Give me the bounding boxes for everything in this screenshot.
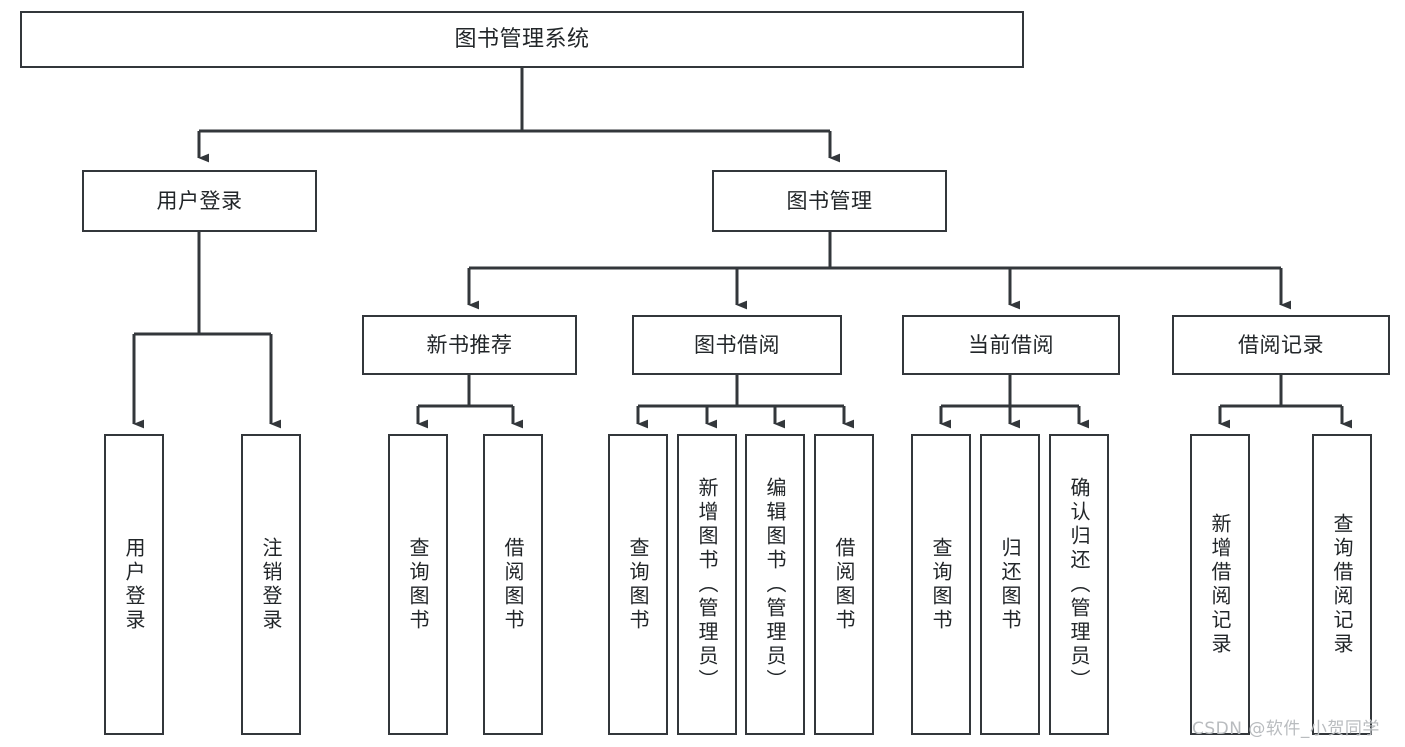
leaf-new-book-query-label: 查询图书 (406, 536, 430, 633)
leaf-book-borrow-add[interactable]: 新增图书（管理员） (677, 434, 737, 735)
leaf-new-book-borrow[interactable]: 借阅图书 (483, 434, 543, 735)
node-borrow-record-label: 借阅记录 (1238, 332, 1324, 357)
leaf-current-borrow-confirm-return-label: 确认归还（管理员） (1067, 476, 1091, 693)
node-new-book-recommend[interactable]: 新书推荐 (362, 315, 577, 375)
leaf-book-borrow-borrow[interactable]: 借阅图书 (814, 434, 874, 735)
leaf-book-borrow-borrow-label: 借阅图书 (832, 536, 856, 633)
leaf-book-borrow-edit[interactable]: 编辑图书（管理员） (745, 434, 805, 735)
node-current-borrow-label: 当前借阅 (968, 332, 1054, 357)
leaf-book-borrow-query-label: 查询图书 (626, 536, 650, 633)
leaf-borrow-record-query[interactable]: 查询借阅记录 (1312, 434, 1372, 735)
node-book-management-label: 图书管理 (786, 188, 873, 213)
leaf-book-borrow-add-label: 新增图书（管理员） (695, 476, 719, 693)
leaf-current-borrow-return[interactable]: 归还图书 (980, 434, 1040, 735)
node-root-system[interactable]: 图书管理系统 (20, 11, 1024, 68)
leaf-current-borrow-query-label: 查询图书 (929, 536, 953, 633)
node-current-borrow[interactable]: 当前借阅 (902, 315, 1120, 375)
leaf-borrow-record-add[interactable]: 新增借阅记录 (1190, 434, 1250, 735)
leaf-book-borrow-query[interactable]: 查询图书 (608, 434, 668, 735)
node-new-book-recommend-label: 新书推荐 (426, 332, 513, 357)
leaf-current-borrow-confirm-return[interactable]: 确认归还（管理员） (1049, 434, 1109, 735)
node-book-management[interactable]: 图书管理 (712, 170, 947, 232)
node-user-login[interactable]: 用户登录 (82, 170, 317, 232)
leaf-book-borrow-edit-label: 编辑图书（管理员） (763, 476, 787, 693)
leaf-current-borrow-query[interactable]: 查询图书 (911, 434, 971, 735)
leaf-borrow-record-add-label: 新增借阅记录 (1208, 512, 1232, 657)
node-borrow-record[interactable]: 借阅记录 (1172, 315, 1390, 375)
leaf-user-login-login-label: 用户登录 (122, 536, 146, 633)
leaf-borrow-record-query-label: 查询借阅记录 (1330, 512, 1354, 657)
node-user-login-label: 用户登录 (156, 188, 243, 213)
node-book-borrow[interactable]: 图书借阅 (632, 315, 842, 375)
node-book-borrow-label: 图书借阅 (694, 332, 780, 357)
leaf-current-borrow-return-label: 归还图书 (998, 536, 1022, 633)
leaf-user-login-logout-label: 注销登录 (259, 536, 283, 633)
csdn-watermark: CSDN @软件_小贺同学 (1192, 719, 1380, 739)
leaf-new-book-borrow-label: 借阅图书 (501, 536, 525, 633)
leaf-user-login-login[interactable]: 用户登录 (104, 434, 164, 735)
leaf-new-book-query[interactable]: 查询图书 (388, 434, 448, 735)
leaf-user-login-logout[interactable]: 注销登录 (241, 434, 301, 735)
node-root-system-label: 图书管理系统 (454, 26, 590, 52)
